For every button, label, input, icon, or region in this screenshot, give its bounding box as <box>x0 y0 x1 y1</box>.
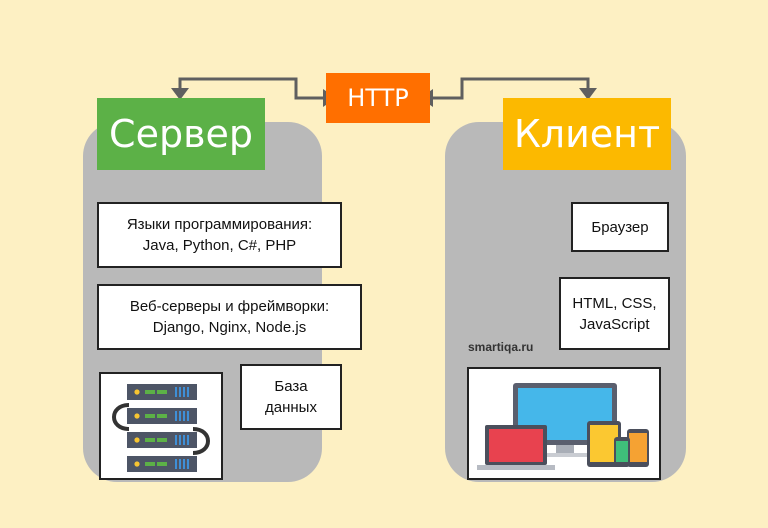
client-frontend-box: HTML, CSS, JavaScript <box>559 277 670 350</box>
server-webservers-box: Веб-серверы и фреймворки: Django, Nginx,… <box>97 284 362 350</box>
watermark: smartiqa.ru <box>468 340 534 354</box>
server-database-box: База данных <box>240 364 342 430</box>
server-http-connector <box>178 77 326 100</box>
client-image-box <box>467 367 661 480</box>
client-http-connector <box>430 77 590 100</box>
arrowhead-to-client <box>579 88 597 100</box>
arrowhead-to-server <box>171 88 189 100</box>
client-browser-box: Браузер <box>571 202 669 252</box>
server-languages-box: Языки программирования: Java, Python, C#… <box>97 202 342 268</box>
server-image-box <box>99 372 223 480</box>
devices-icon <box>477 383 649 470</box>
server-title: Сервер <box>97 98 265 170</box>
server-rack-icon <box>112 384 210 472</box>
client-title: Клиент <box>503 98 671 170</box>
http-label: HTTP <box>326 73 430 123</box>
